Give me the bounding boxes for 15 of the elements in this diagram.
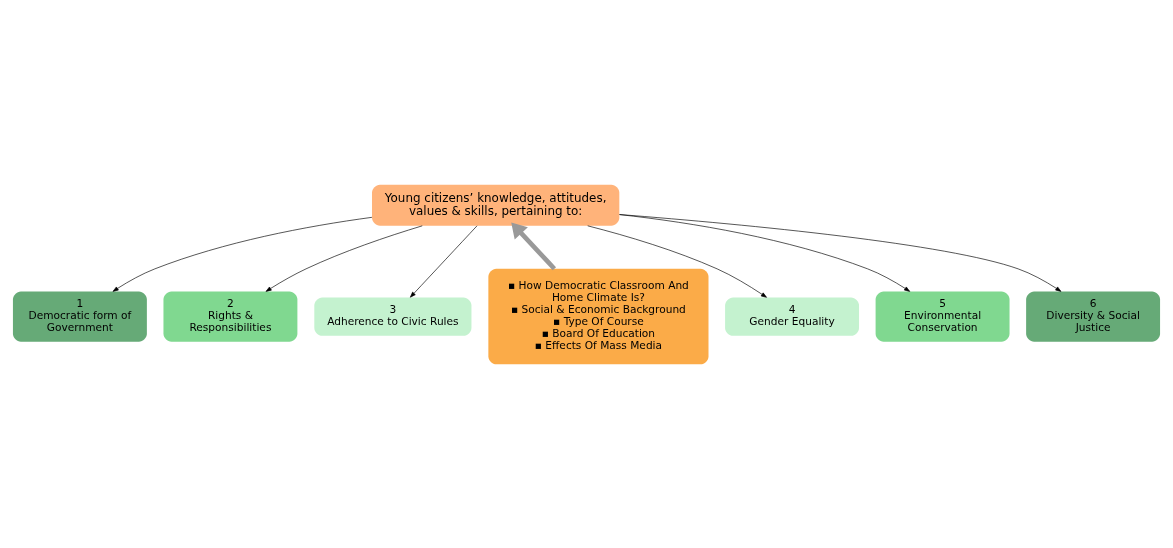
arrow [410,224,478,298]
arrow [619,213,1062,292]
arrow [587,225,767,298]
arrow [265,225,423,292]
node-box: 6 Diversity & Social Justice [1026,290,1161,342]
arrow [511,222,557,270]
arrow [619,213,911,292]
node-box: 1 Democratic form of Government [12,290,147,342]
node-box: 3 Adherence to Civic Rules [314,296,472,336]
node-box: 2 Rights & Responsibilities [163,290,298,342]
arrow [112,216,373,292]
node-box: 5 Environmental Conservation [875,290,1010,342]
node-box: ▪ How Democratic Classroom And Home Climate Is? ▪ Social & Economic Background ▪ Type Of Course ▪ Board Of Education ▪ Effects Of Mass Media [488,268,709,364]
node-box: Young citizens’ knowledge, attitudes, values & skills, pertaining to: [372,184,620,226]
node-box: 4 Gender Equality [725,296,860,336]
